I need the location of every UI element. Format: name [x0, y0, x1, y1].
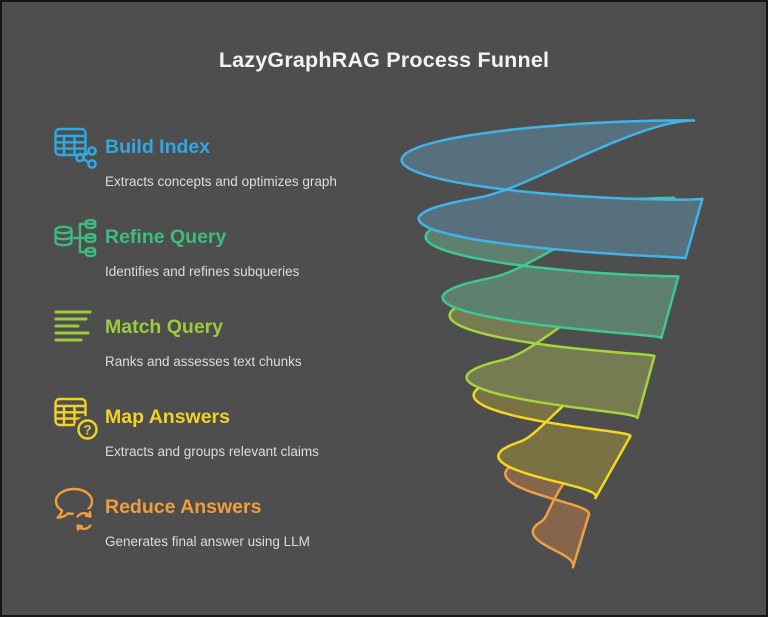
step-description: Identifies and refines subqueries: [105, 264, 300, 279]
step-label: Build Index: [105, 136, 211, 158]
step-description: Extracts concepts and optimizes graph: [105, 174, 337, 189]
step-refine-query: Refine Query Identifies and refines subq…: [52, 214, 382, 304]
table-graph-icon: [52, 124, 100, 172]
step-reduce-answers: Reduce Answers Generates final answer us…: [52, 484, 382, 574]
process-funnel-graphic: [400, 119, 704, 569]
svg-text:?: ?: [83, 422, 91, 437]
step-map-answers: ? Map Answers Extracts and groups releva…: [52, 394, 382, 484]
step-label: Reduce Answers: [105, 496, 262, 518]
text-lines-icon: [52, 304, 100, 352]
step-match-query: Match Query Ranks and assesses text chun…: [52, 304, 382, 394]
step-build-index: Build Index Extracts concepts and optimi…: [52, 124, 382, 214]
step-description: Extracts and groups relevant claims: [105, 444, 319, 459]
chat-refresh-icon: [52, 484, 100, 532]
page-title: LazyGraphRAG Process Funnel: [218, 48, 550, 72]
database-split-icon: [52, 214, 100, 262]
step-description: Ranks and assesses text chunks: [105, 354, 302, 369]
step-description: Generates final answer using LLM: [105, 534, 310, 549]
step-label: Map Answers: [105, 406, 230, 428]
step-label: Refine Query: [105, 226, 227, 248]
step-label: Match Query: [105, 316, 224, 338]
funnel-band-1: [400, 119, 704, 260]
table-question-icon: ?: [52, 394, 100, 442]
